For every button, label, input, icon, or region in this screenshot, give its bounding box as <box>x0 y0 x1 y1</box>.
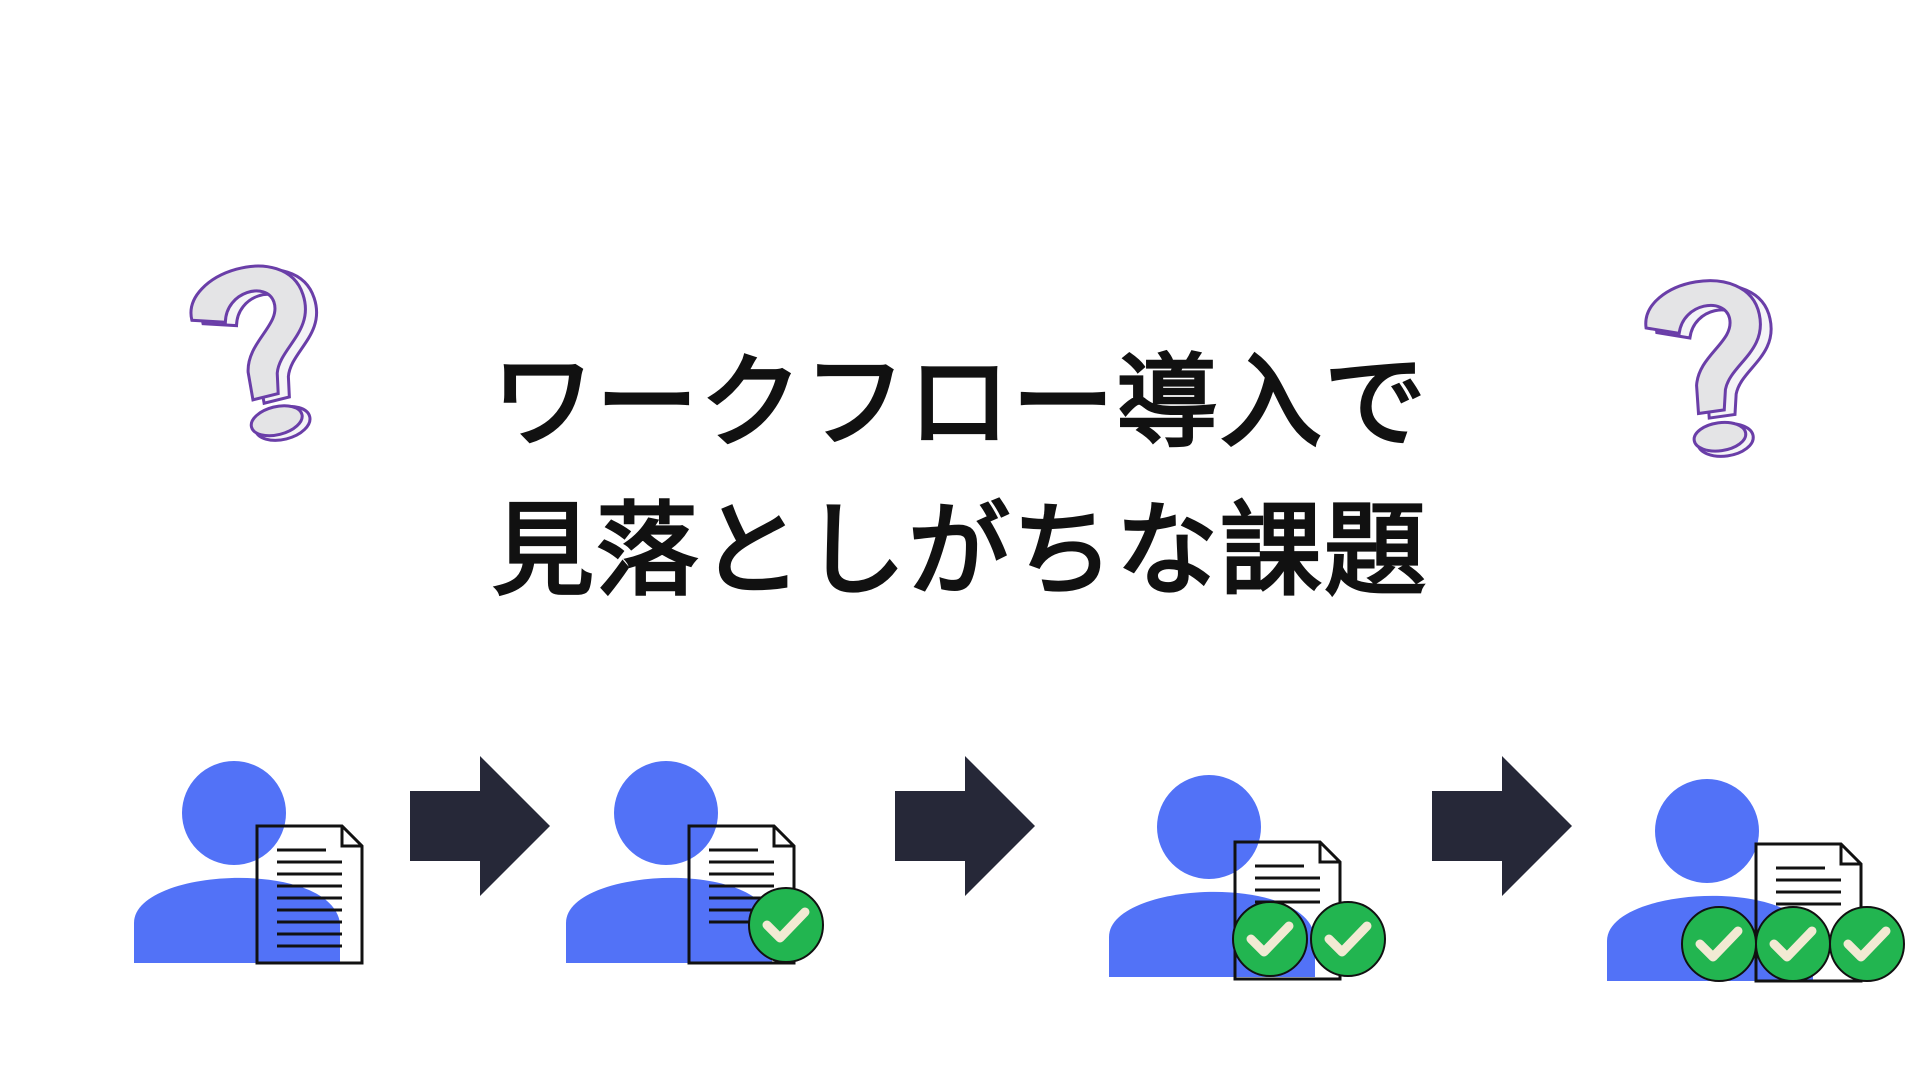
check-circle-icon <box>1829 906 1905 982</box>
page-title: ワークフロー導入で 見落としがちな課題 <box>0 330 1920 626</box>
arrow-right-icon-1 <box>410 756 550 896</box>
title-line-2: 見落としがちな課題 <box>492 492 1428 611</box>
check-circle-icon <box>1681 906 1757 982</box>
arrow-right-icon-2 <box>895 756 1035 896</box>
workflow-stage-4 <box>1607 779 1905 983</box>
document-icon <box>255 824 364 965</box>
check-circle-icon <box>1755 906 1831 982</box>
arrow-right-icon-3 <box>1432 756 1572 896</box>
check-circle-icon <box>1310 901 1386 977</box>
workflow-stage-3 <box>1109 775 1386 981</box>
check-circle-icon <box>1232 901 1308 977</box>
title-line-1: ワークフロー導入で <box>492 344 1428 463</box>
question-mark-icon-left <box>189 264 318 442</box>
check-circle-icon <box>748 887 824 963</box>
question-mark-icon-right <box>1644 279 1773 458</box>
workflow-stage-2 <box>566 761 824 965</box>
workflow-stage-1 <box>134 761 364 965</box>
